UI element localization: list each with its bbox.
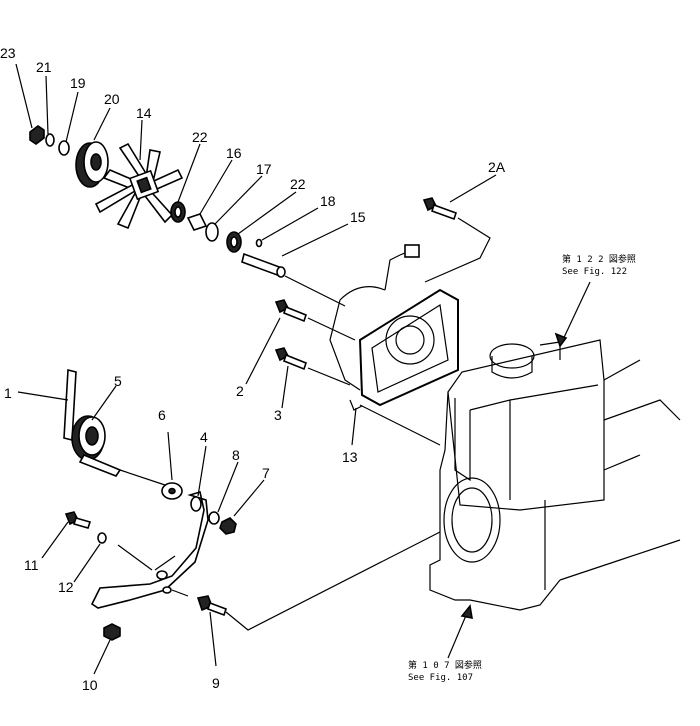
nut-10 xyxy=(103,623,121,641)
callout-2: 2 xyxy=(236,383,244,399)
ref-fig122-en: See Fig. 122 xyxy=(562,267,627,277)
tensioner-pulley xyxy=(63,368,166,486)
callout-13: 13 xyxy=(342,449,358,465)
callout-18: 18 xyxy=(320,193,336,209)
bolt-9 xyxy=(171,531,441,631)
bolt-3 xyxy=(274,347,441,446)
callout-8: 8 xyxy=(232,447,240,463)
callout-6: 6 xyxy=(158,407,166,423)
callout-15: 15 xyxy=(350,209,366,225)
callout-labels: 23 21 19 20 14 22 16 17 22 18 15 2A 2 3 … xyxy=(0,45,506,693)
callout-14: 14 xyxy=(136,105,152,121)
callout-3: 3 xyxy=(274,407,282,423)
callout-7: 7 xyxy=(262,465,270,481)
ref-fig107-en: See Fig. 107 xyxy=(408,673,473,683)
fan-hub-assembly xyxy=(29,125,346,307)
washer-8 xyxy=(208,511,220,525)
callout-2A: 2A xyxy=(488,159,506,175)
bolt-2 xyxy=(274,299,356,341)
nut-7 xyxy=(219,517,237,535)
callout-22a: 22 xyxy=(192,129,208,145)
callout-16: 16 xyxy=(226,145,242,161)
engine-block xyxy=(429,339,681,611)
callout-4: 4 xyxy=(200,429,208,445)
fan-bracket xyxy=(329,244,459,411)
adjust-bracket xyxy=(90,490,209,609)
callout-5: 5 xyxy=(114,373,122,389)
callout-23: 23 xyxy=(0,45,16,61)
callout-19: 19 xyxy=(70,75,86,91)
bolt-11 xyxy=(64,511,92,529)
bolt-2A xyxy=(422,197,491,283)
callout-17: 17 xyxy=(256,161,272,177)
callout-20: 20 xyxy=(104,91,120,107)
leader-lines xyxy=(15,63,591,675)
callout-12: 12 xyxy=(58,579,74,595)
callout-9: 9 xyxy=(212,675,220,691)
callout-1: 1 xyxy=(4,385,12,401)
callout-10: 10 xyxy=(82,677,98,693)
callout-22b: 22 xyxy=(290,176,306,192)
washer-12 xyxy=(97,532,107,544)
fan-blade xyxy=(94,142,184,230)
ref-fig122-jp: 第 1 2 2 図参照 xyxy=(562,253,636,265)
ref-fig107-jp: 第 1 0 7 図参照 xyxy=(408,659,482,671)
figure-references: 第 1 2 2 図参照 See Fig. 122 第 1 0 7 図参照 See… xyxy=(408,253,636,683)
callout-21: 21 xyxy=(36,59,52,75)
callout-11: 11 xyxy=(24,557,39,573)
